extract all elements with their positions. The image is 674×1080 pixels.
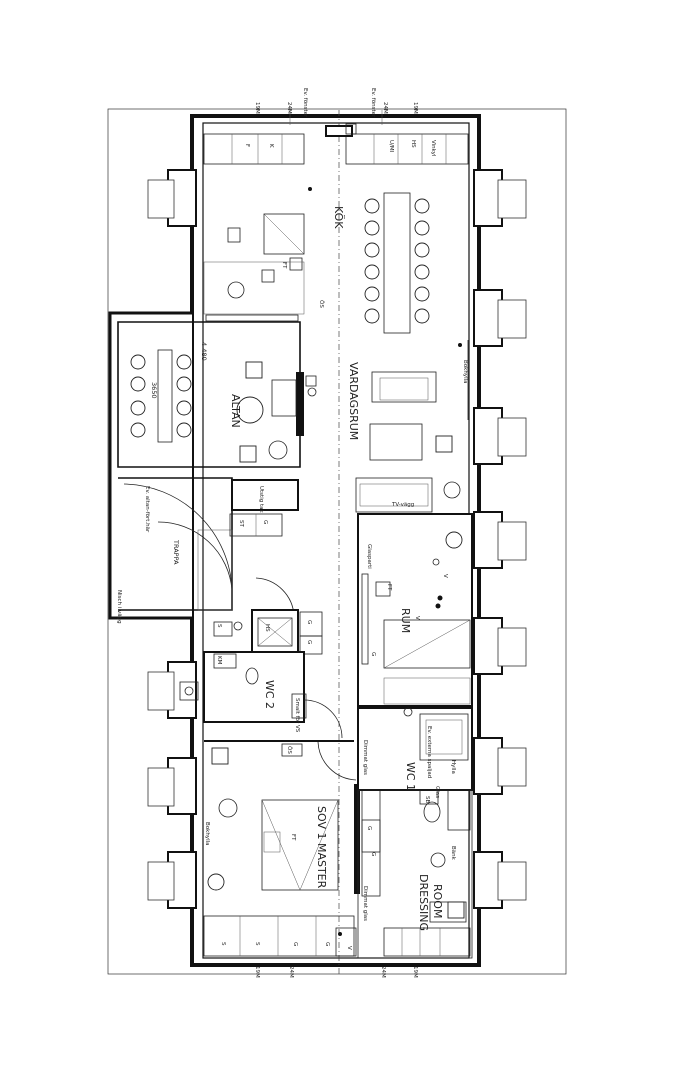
label-v1: V — [346, 946, 352, 950]
label-v2: V — [414, 616, 420, 620]
label-tv-vagg: TV-vägg — [391, 502, 414, 508]
label-top-24m: 24M — [286, 102, 292, 114]
label-s2: S — [254, 942, 260, 946]
room-kok: KÖK — [332, 206, 345, 229]
label-vinkyl: Vinkyl — [430, 140, 436, 157]
dim-altan-width: 4 480 — [200, 342, 208, 361]
room-labels: KÖK VARDAGSRUM ALTAN RUM TRAPPA WC 1 WC … — [172, 206, 444, 931]
label-top-19m-right: 19M — [412, 102, 418, 114]
label-nisch-i-vagg: Nisch i vägg — [116, 590, 122, 624]
label-g-dr2: G — [370, 852, 376, 856]
label-smalt-for-vs: Smalt för VS — [294, 698, 300, 733]
dormers-right — [473, 169, 527, 909]
label-g2: G — [306, 640, 312, 644]
label-g-rum: G — [370, 652, 376, 656]
room-vardagsrum: VARDAGSRUM — [347, 362, 360, 440]
label-dimmat-glas-2: Dimmat glas — [362, 886, 368, 921]
label-top-24m-right: 24M — [382, 102, 388, 114]
label-hs-wc2: HS — [264, 624, 270, 632]
label-ev-extern-spalad: Ev. externa spaljad — [426, 726, 432, 778]
label-g-sov2: G — [324, 942, 330, 946]
label-top-ev-fonster-right: Ev. fönster — [370, 88, 376, 118]
label-bokhylla-vard: Bokhylla — [462, 360, 468, 384]
label-ft-kok: FT — [281, 262, 287, 269]
label-f: F — [244, 144, 250, 147]
room-dressing: DRESSING — [417, 874, 430, 931]
label-hylla: Hylla — [450, 760, 456, 774]
label-ev-altan-forthar: Ev. altan-fört.här — [144, 486, 150, 533]
dormers-left — [147, 169, 197, 909]
room-dressing-2: ROOM — [431, 884, 444, 918]
label-st-trappa: ST — [238, 520, 244, 527]
label-g-dr1: G — [366, 826, 372, 830]
label-top-19m: 19M — [254, 102, 260, 114]
label-v3: V — [442, 574, 448, 578]
label-glas: Glas — [434, 786, 440, 798]
fixtures — [307, 187, 462, 936]
label-s1: S — [220, 942, 226, 946]
altan-chairs — [130, 354, 264, 463]
small-labels: 19M 24M Ev. fönster Ev. fönster 24M 19M … — [116, 88, 468, 978]
label-ugn-mik: U/MI — [388, 140, 394, 153]
room-wc1: WC 1 — [404, 762, 417, 791]
label-os-sov: ÖS — [286, 746, 293, 754]
label-bottom-24m-right: 24M — [380, 966, 386, 978]
label-g1: G — [306, 620, 312, 624]
label-ft-sov: FT — [290, 834, 296, 841]
label-km: KM — [216, 656, 222, 665]
label-hs: HS — [410, 140, 416, 148]
dim-altan-depth: 3650 — [150, 382, 158, 399]
label-top-ev-fonster-left: Ev. fönster — [302, 88, 308, 118]
dining-chairs — [364, 198, 430, 324]
label-os-kok: ÖS — [318, 300, 325, 308]
sheet-border — [107, 108, 567, 975]
room-altan: ALTAN — [229, 394, 242, 428]
label-sb: SB — [424, 796, 430, 803]
room-sov1: SOV 1 MASTER — [315, 806, 328, 889]
label-bottom-19m-right: 19M — [412, 966, 418, 978]
label-ft-rum: FT — [386, 584, 392, 591]
label-dimmat-glas-1: Dimmat glas — [362, 740, 368, 775]
label-bokhylla-sov: Bokhylla — [204, 822, 210, 846]
interior-walls — [123, 123, 473, 959]
dimensions: 4 480 3650 — [150, 342, 208, 399]
label-k: K — [268, 144, 274, 148]
room-trappa: TRAPPA — [172, 539, 180, 565]
label-bottom-19m: 19M — [254, 966, 260, 978]
furniture-misc — [207, 281, 465, 919]
label-g-sov1: G — [292, 942, 298, 946]
room-wc2: WC 2 — [263, 680, 276, 709]
room-rum: RUM — [399, 608, 412, 633]
label-g-trappa: G — [262, 520, 268, 524]
label-glasparti: Glasparti — [366, 544, 372, 569]
label-bottom-24m: 24M — [288, 966, 294, 978]
label-bank: Bänk — [450, 846, 456, 861]
label-utstig-tak: Utstig tak — [258, 486, 264, 513]
outer-walls — [108, 114, 481, 967]
label-s-door: S — [216, 624, 222, 628]
